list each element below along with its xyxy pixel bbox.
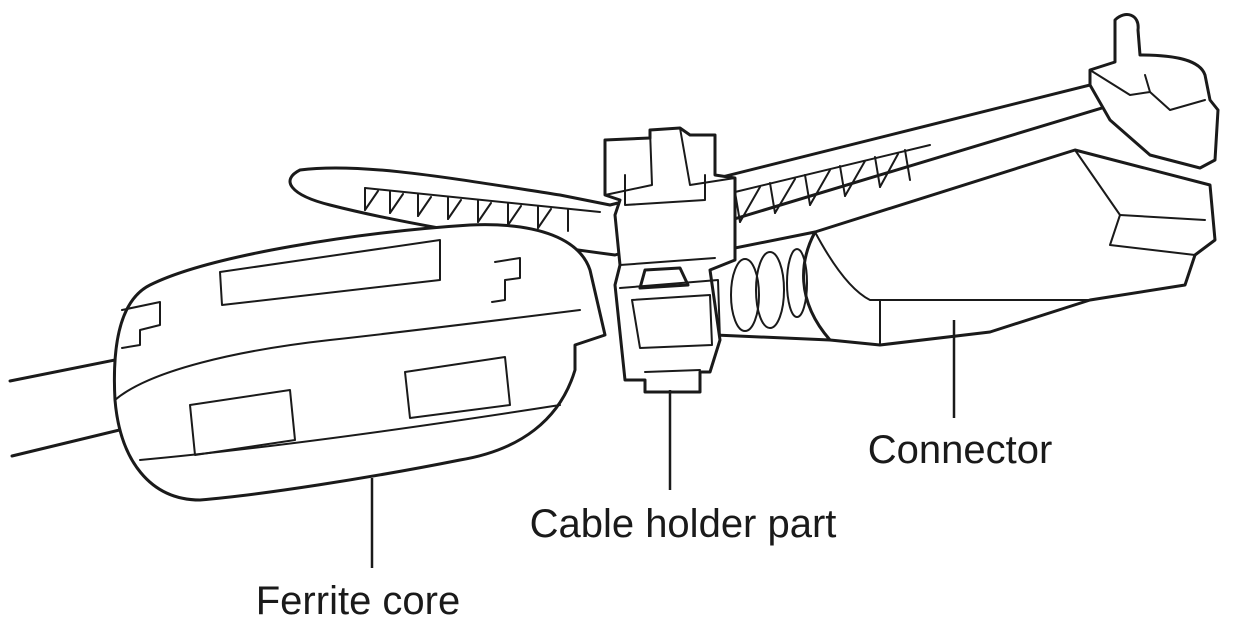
ferrite-core (112, 223, 607, 502)
leader-lines (370, 320, 956, 568)
cable-tie-strap (288, 73, 1147, 257)
cable-holder-label: Cable holder part (530, 502, 837, 546)
ferrite-core-label: Ferrite core (256, 579, 461, 623)
connector-body (794, 13, 1220, 347)
cable-holder-part (603, 126, 737, 394)
connector-label: Connector (868, 428, 1053, 472)
